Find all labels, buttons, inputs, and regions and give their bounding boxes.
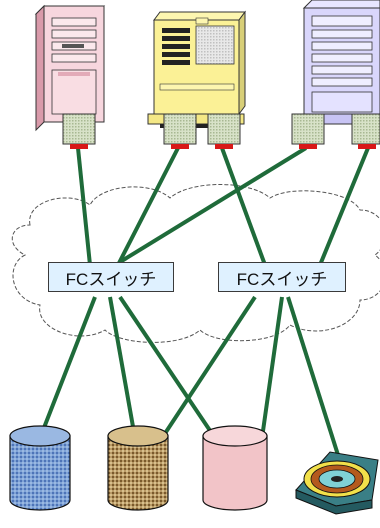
hba-card <box>291 113 325 145</box>
hba-cards <box>62 113 380 149</box>
link <box>160 295 257 440</box>
hba-port <box>171 144 189 149</box>
link <box>76 147 92 266</box>
hba-card <box>351 113 380 145</box>
fc-switch-left: FCスイッチ <box>48 262 174 292</box>
fc-switch-right: FCスイッチ <box>218 262 346 292</box>
link <box>116 147 180 266</box>
link <box>108 296 137 439</box>
disk-brown-icon <box>107 425 169 511</box>
tower-server-pink-icon <box>34 4 106 132</box>
hba-port <box>215 144 233 149</box>
hba-card <box>163 113 197 145</box>
desktop-server-yellow-icon <box>147 10 246 128</box>
link <box>220 147 267 266</box>
fc-links <box>38 146 370 456</box>
tower-server-lavender-icon <box>299 0 380 125</box>
disk-pink-icon <box>202 425 268 511</box>
link <box>260 296 284 439</box>
disk-blue-icon <box>9 425 71 511</box>
hba-port <box>358 144 376 149</box>
hba-port <box>70 144 88 149</box>
link <box>318 147 370 266</box>
optical-disc-icon <box>295 451 379 515</box>
hba-card <box>62 113 96 145</box>
link <box>38 296 97 439</box>
link <box>286 296 340 456</box>
hba-port <box>299 144 317 149</box>
hba-card <box>207 113 241 145</box>
link <box>118 146 308 264</box>
link <box>118 295 217 440</box>
